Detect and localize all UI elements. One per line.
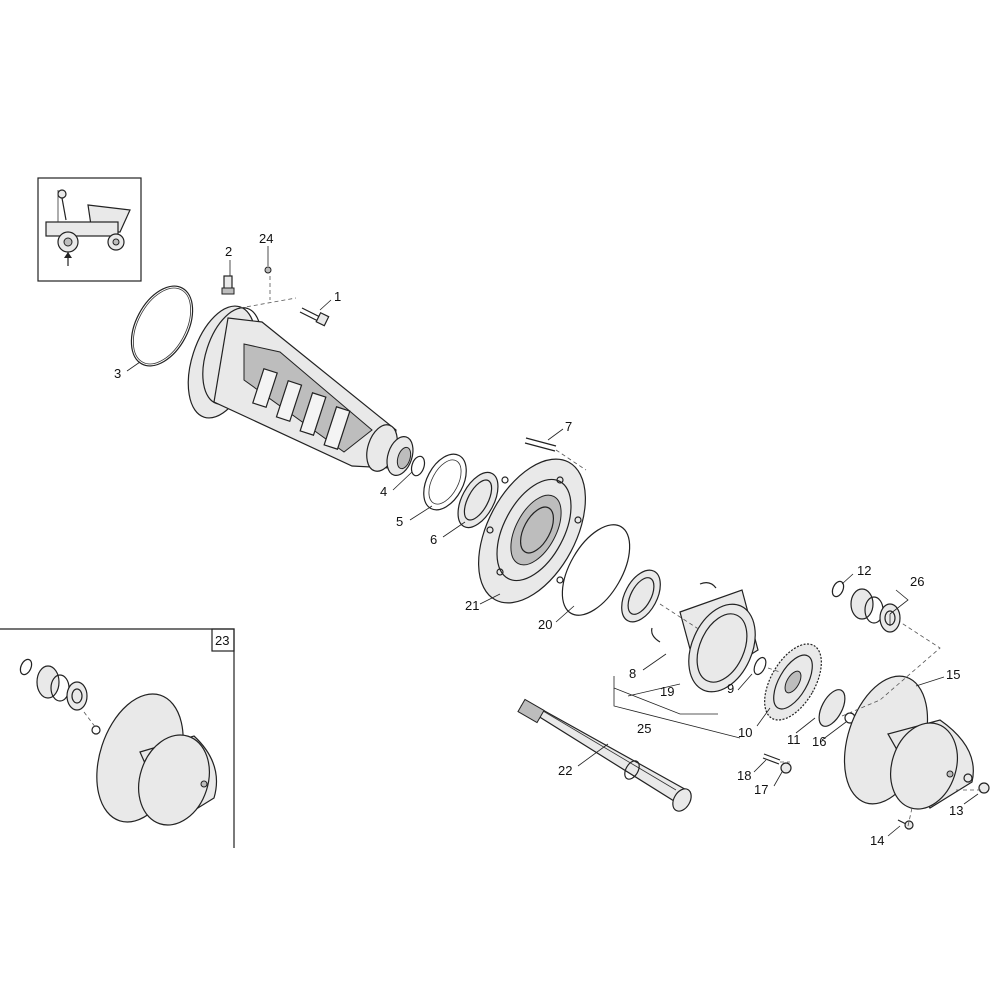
callout-26: 26	[910, 574, 924, 589]
o-ring-large	[130, 285, 194, 367]
carrier-gear	[764, 643, 822, 721]
callout-1: 1	[334, 289, 341, 304]
callout-11: 11	[787, 732, 801, 747]
snap-ring	[410, 455, 426, 477]
callout-14: 14	[870, 833, 884, 848]
stud-bolt	[762, 753, 781, 765]
callout-25: 25	[637, 721, 651, 736]
circlip	[831, 580, 845, 598]
hub-cover	[843, 675, 974, 810]
callout-15: 15	[946, 667, 960, 682]
callout-16: 16	[812, 734, 826, 749]
thrust-washer	[753, 656, 767, 676]
callout-8: 8	[629, 666, 636, 681]
inner-bearing	[457, 471, 499, 529]
callout-20: 20	[538, 617, 552, 632]
drain-plug	[978, 782, 990, 794]
breather-valve	[221, 275, 235, 295]
dumper-vehicle-icon	[45, 189, 131, 266]
leader-lines	[126, 246, 979, 837]
cover-screw	[897, 819, 914, 830]
callout-18: 18	[737, 768, 751, 783]
callouts: 1 2 3 4 5 6 7 8 9 10 11 12 13 14 15 16 1…	[114, 231, 963, 848]
callout-13: 13	[949, 803, 963, 818]
plug	[264, 266, 272, 274]
callout-7: 7	[565, 419, 572, 434]
callout-5: 5	[396, 514, 403, 529]
assembly-guides	[83, 276, 984, 827]
callout-10: 10	[738, 725, 752, 740]
hub-o-ring	[561, 524, 631, 616]
inset-planet-gear-bearing	[36, 665, 70, 702]
planet-gear-bearing	[850, 588, 884, 624]
callout-17: 17	[754, 782, 768, 797]
inset-panel	[0, 628, 235, 848]
inset-circlip	[19, 658, 33, 676]
callout-12: 12	[857, 563, 871, 578]
callout-4: 4	[380, 484, 387, 499]
inset-washer	[91, 725, 101, 735]
callout-22: 22	[558, 763, 572, 778]
locator-frame	[37, 177, 142, 282]
plug-seal	[963, 773, 973, 783]
inset-hub-cover	[96, 693, 218, 826]
callout-24: 24	[259, 231, 273, 246]
bolt	[299, 307, 330, 327]
spacer-ring	[423, 453, 467, 511]
callout-2: 2	[225, 244, 232, 259]
callout-9: 9	[727, 681, 734, 696]
callout-21: 21	[465, 598, 479, 613]
ring-gear	[651, 582, 759, 693]
wheel-stud	[524, 437, 557, 452]
wheel-hub	[478, 458, 586, 604]
callout-3: 3	[114, 366, 121, 381]
axle-housing	[187, 305, 414, 476]
outer-bearing	[621, 569, 661, 623]
nut	[780, 762, 792, 774]
inset-planet-gear	[66, 681, 88, 711]
callout-6: 6	[430, 532, 437, 547]
vehicle-locator	[37, 177, 142, 282]
retaining-plate	[818, 689, 846, 727]
callout-23: 23	[215, 633, 229, 648]
callout-19: 19	[660, 684, 674, 699]
half-shaft	[517, 698, 692, 812]
